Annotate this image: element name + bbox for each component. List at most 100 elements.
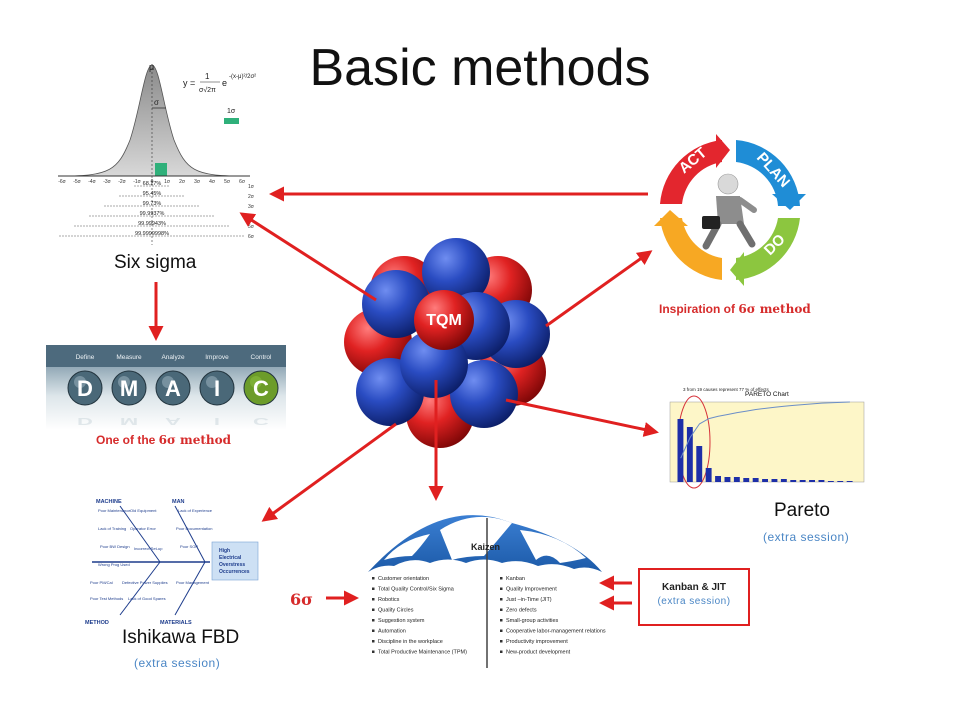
- kaizen-left-item: Quality Circles: [378, 608, 414, 614]
- kaizen-right-item: Just –in-Time (JIT): [506, 597, 552, 603]
- kaizen-bullet: [500, 587, 503, 590]
- tqm-atom: TQM: [344, 238, 550, 448]
- ishikawa-cause: Lack of Good Spares: [128, 596, 166, 601]
- kaizen-right-item: Productivity improvement: [506, 639, 568, 645]
- ishikawa-man: MAN: [172, 499, 185, 505]
- svg-text:e: e: [222, 78, 227, 88]
- dmaic-ball-highlight: [162, 376, 174, 388]
- pareto-bar: [846, 481, 853, 482]
- dmaic-letter-reflection: D: [77, 416, 93, 427]
- dmaic-caption-prefix: One of the: [96, 433, 159, 447]
- kaizen-bullet: [372, 587, 375, 590]
- dmaic-letter-reflection: M: [120, 416, 138, 427]
- sigma-tick-label: -1σ: [133, 179, 141, 185]
- pareto-bar: [724, 477, 731, 482]
- kaizen-bullet: [500, 640, 503, 643]
- kanban-jit-title: Kanban & JIT: [662, 582, 726, 593]
- pareto-bar: [743, 478, 750, 482]
- svg-text:High: High: [219, 548, 230, 554]
- pareto-note: 3 from 19 causes represent 77 % of effec…: [683, 387, 769, 392]
- kaizen-right-item: Kanban: [506, 576, 525, 582]
- dmaic-letter: D: [77, 376, 93, 401]
- ishikawa-cause: Lack of Training: [98, 526, 126, 531]
- pareto-bar: [762, 479, 768, 482]
- six-sigma-arrow-label: 6σ: [290, 590, 313, 609]
- ishikawa-cause: Old Equipment: [130, 508, 157, 513]
- sigma-band-label: 99.9999998%: [135, 231, 169, 237]
- tqm-label: TQM: [426, 312, 462, 329]
- kaizen-bullet: [500, 608, 503, 611]
- ishikawa-machine: MACHINE: [96, 499, 122, 505]
- sigma-row-label: 1σ: [248, 184, 255, 190]
- ishikawa-label: Ishikawa FBD: [122, 627, 240, 648]
- arrow-tqm-to-pareto: [505, 398, 659, 437]
- sigma-band-label: 68.27%: [143, 181, 162, 187]
- sigma-row-label: 3σ: [248, 204, 255, 210]
- pareto-bar: [705, 468, 712, 482]
- one-sigma-band: [155, 163, 167, 176]
- pareto-bar: [686, 427, 693, 482]
- sigma-band-label: 95.45%: [143, 191, 162, 197]
- ishikawa-extra-session: (extra session): [134, 656, 221, 670]
- sigma-band-label: 99.99943%: [138, 221, 166, 227]
- pareto-bar: [799, 480, 806, 482]
- kanban-jit-box: Kanban & JIT (extra session): [638, 568, 750, 626]
- ishikawa-diagram: High Electrical Overstress Occurrences M…: [85, 499, 259, 626]
- kaizen-bullet: [500, 619, 503, 622]
- kaizen-bullet: [500, 577, 503, 580]
- sigma-row-label: 5σ: [248, 224, 255, 230]
- sigma-tick-label: -3σ: [103, 179, 111, 185]
- pareto-cumulative-line: [680, 401, 850, 459]
- sigma-row-label: 6σ: [248, 234, 255, 240]
- svg-text:Occurrences: Occurrences: [219, 569, 250, 575]
- ishikawa-cause: Poor PM/Cal: [90, 580, 113, 585]
- sigma-band-label: 99.73%: [143, 201, 162, 207]
- page-title: Basic methods: [309, 39, 651, 97]
- mu-symbol: μ: [149, 62, 154, 72]
- pareto-extra-session: (extra session): [763, 530, 850, 544]
- pareto-bar: [715, 476, 721, 482]
- kaizen-bullet: [500, 650, 503, 653]
- ishikawa-cause: Poor Maintenance: [98, 508, 131, 513]
- kaizen-bullet: [500, 629, 503, 632]
- kaizen-bullet: [372, 577, 375, 580]
- kaizen-right-item: Small-group activities: [506, 618, 559, 624]
- pareto-bar: [771, 479, 778, 482]
- sigma-band-label: 99.9937%: [140, 211, 165, 217]
- pareto-bar: [780, 479, 787, 482]
- pdca-check-segment: [660, 218, 722, 280]
- dmaic-letter-reflection: A: [165, 416, 181, 427]
- pareto-bar: [696, 446, 703, 482]
- sigma-tick-label: 1σ: [164, 179, 171, 185]
- ishikawa-cause: Poor SOP: [180, 544, 198, 549]
- pareto-label: Pareto: [774, 500, 830, 521]
- dmaic-ball-highlight: [118, 376, 130, 388]
- ishikawa-cause: Lack of Experience: [178, 508, 213, 513]
- dmaic-ball-highlight: [206, 376, 218, 388]
- ishikawa-cause: Operator Error: [130, 526, 156, 531]
- kaizen-bullet: [372, 640, 375, 643]
- kaizen-bullet: [372, 629, 375, 632]
- kaizen-right-item: Quality Improvement: [506, 587, 557, 593]
- ishikawa-cause: Wrong Prog Used: [98, 562, 130, 567]
- pdca-cycle: ACT PLAN DO CHECK: [654, 134, 806, 286]
- dmaic-letter: M: [120, 376, 138, 401]
- kaizen-bullet: [372, 608, 375, 611]
- svg-text:σ√2π: σ√2π: [199, 86, 216, 94]
- sigma-tick-label: 6σ: [239, 179, 246, 185]
- dmaic-step-improve: Improve: [205, 354, 229, 361]
- sigma-tick-label: 0: [151, 179, 154, 185]
- dmaic-step-measure: Measure: [116, 354, 142, 361]
- pareto-bar: [733, 477, 740, 482]
- arrow-tqm-to-sixsigma: [239, 212, 377, 302]
- ishikawa-cause: Defective Power Supplies: [122, 580, 168, 585]
- svg-text:y =: y =: [183, 78, 195, 88]
- dmaic-letter: C: [253, 376, 269, 401]
- pareto-chart-title: PARETO Chart: [745, 391, 789, 398]
- sigma-bands: 68.27% 95.45% 99.73% 99.9937% 99.99943% 99.99…: [59, 181, 245, 237]
- six-sigma-label: Six sigma: [114, 252, 197, 273]
